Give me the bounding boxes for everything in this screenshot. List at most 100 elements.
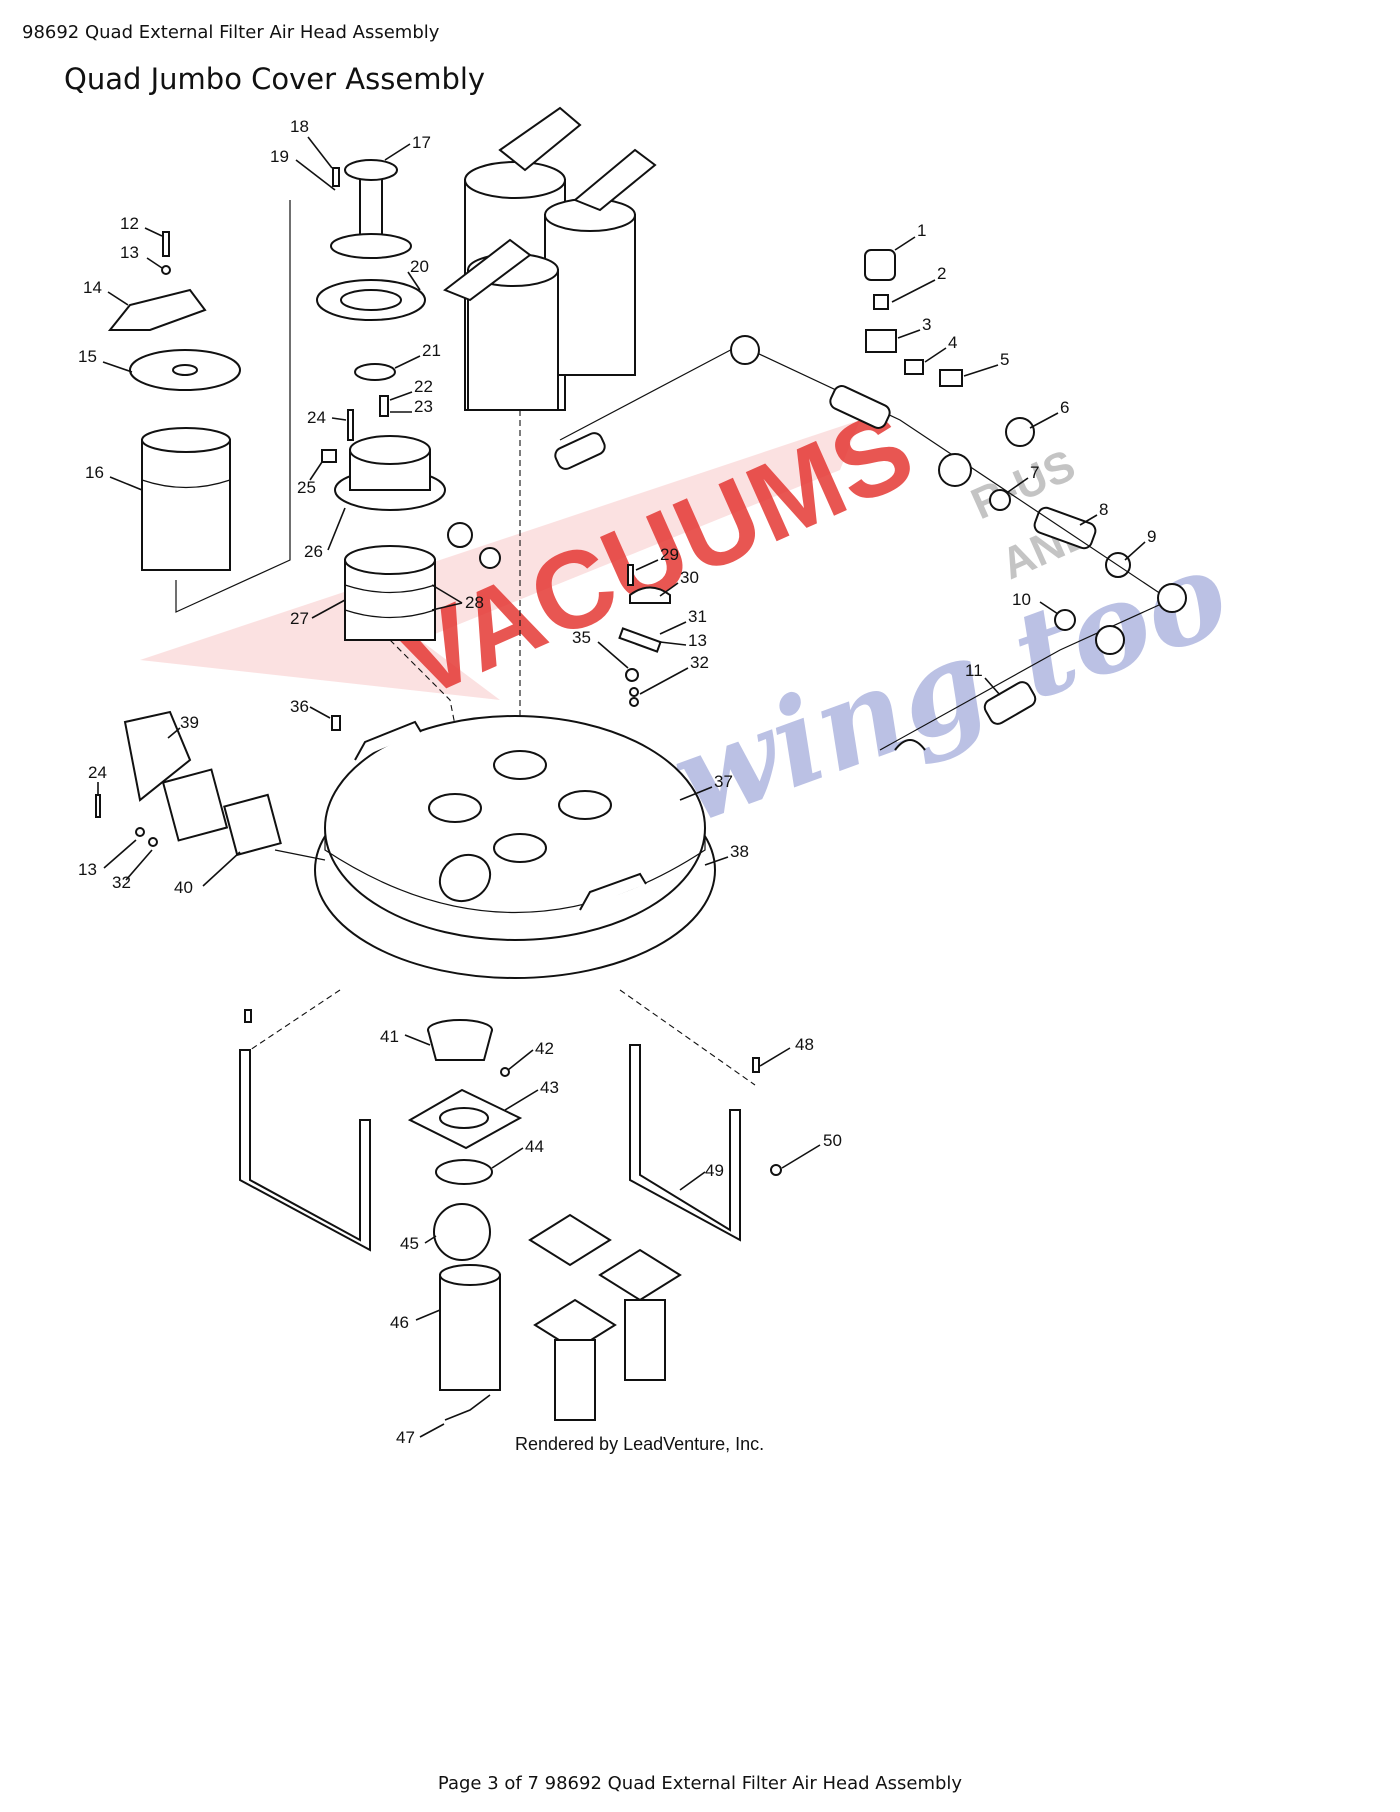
svg-text:20: 20 — [410, 257, 429, 276]
svg-text:44: 44 — [525, 1137, 544, 1156]
fitting-left-b — [479, 547, 501, 569]
svg-text:9: 9 — [1147, 527, 1156, 546]
tee-3 — [865, 329, 897, 353]
svg-text:6: 6 — [1060, 398, 1069, 417]
callout-21: 21 — [394, 341, 441, 369]
square-plate-b — [598, 1248, 682, 1302]
square-plate-a — [528, 1213, 612, 1267]
callout-41: 41 — [380, 1027, 431, 1046]
callout-28: 28 — [431, 584, 484, 612]
cover-15-hole — [172, 364, 198, 376]
callout-13a: 13 — [120, 243, 163, 269]
svg-text:27: 27 — [290, 609, 309, 628]
svg-text:39: 39 — [180, 713, 199, 732]
callout-37: 37 — [679, 772, 733, 801]
svg-text:29: 29 — [660, 545, 679, 564]
callout-47: 47 — [396, 1423, 445, 1447]
flange-17 — [344, 159, 398, 181]
washer-32b — [629, 697, 639, 707]
svg-text:18: 18 — [290, 117, 309, 136]
callout-18: 18 — [290, 117, 333, 169]
main-cover — [314, 715, 716, 979]
cover-handle-right — [579, 872, 647, 911]
callout-13b: 13 — [659, 631, 707, 650]
washer-13 — [161, 265, 171, 275]
nut-35 — [625, 668, 639, 682]
cover-37-edge — [324, 828, 706, 913]
cover-hole-1 — [493, 750, 547, 780]
screw-18 — [332, 167, 340, 187]
canister-c-elbow — [442, 238, 532, 302]
elbow-right — [1157, 583, 1187, 613]
callout-27: 27 — [290, 599, 346, 628]
svg-text:32: 32 — [112, 873, 131, 892]
clamp-30 — [629, 586, 671, 604]
cover-inlet — [438, 853, 492, 903]
gasket-20-inner — [340, 289, 402, 311]
svg-text:45: 45 — [400, 1234, 419, 1253]
svg-text:24: 24 — [88, 763, 107, 782]
hose-left — [554, 432, 606, 470]
diagram-credit: Rendered by LeadVenture, Inc. — [515, 1434, 764, 1454]
callout-13c: 13 — [78, 839, 137, 879]
svg-text:17: 17 — [412, 133, 431, 152]
svg-text:13: 13 — [78, 860, 97, 879]
screw-29 — [627, 564, 634, 586]
svg-text:48: 48 — [795, 1035, 814, 1054]
elbow-14 — [107, 288, 207, 331]
svg-text:15: 15 — [78, 347, 97, 366]
filter-46 — [439, 1274, 501, 1391]
callout-40: 40 — [174, 851, 241, 897]
callout-19: 19 — [270, 147, 336, 191]
callout-45: 45 — [400, 1234, 437, 1253]
page-title: Quad Jumbo Cover Assembly — [64, 62, 486, 96]
callout-16: 16 — [85, 463, 143, 491]
callout-24b: 24 — [88, 763, 107, 795]
svg-text:41: 41 — [380, 1027, 399, 1046]
callout-3: 3 — [897, 315, 931, 339]
document-header: 98692 Quad External Filter Air Head Asse… — [22, 22, 440, 43]
svg-text:43: 43 — [540, 1078, 559, 1097]
filter-16-band — [141, 479, 231, 489]
bracket-49 — [629, 1044, 741, 1242]
hose-assembly — [447, 249, 1187, 751]
left-leader — [175, 200, 291, 613]
svg-text:35: 35 — [572, 628, 591, 647]
nipple-4 — [904, 359, 924, 375]
page-footer: Page 3 of 7 98692 Quad External Filter A… — [437, 1773, 963, 1794]
callout-24a: 24 — [307, 408, 347, 427]
canister-c — [467, 269, 559, 411]
callout-9: 9 — [1124, 527, 1156, 561]
cover-37 — [324, 715, 706, 941]
clamp-7 — [989, 489, 1011, 511]
svg-text:7: 7 — [1030, 463, 1039, 482]
hose-8 — [1033, 506, 1097, 550]
callout-6: 6 — [1029, 398, 1069, 429]
svg-text:12: 12 — [120, 214, 139, 233]
svg-text:1: 1 — [917, 221, 926, 240]
callout-35: 35 — [572, 628, 629, 669]
callout-23: 23 — [390, 397, 433, 416]
svg-text:50: 50 — [823, 1131, 842, 1150]
callout-32b: 32 — [112, 849, 153, 892]
inlet-assembly — [95, 710, 326, 861]
filter-canisters — [442, 106, 657, 760]
svg-text:47: 47 — [396, 1428, 415, 1447]
callout-12: 12 — [120, 214, 163, 237]
fitting-2 — [873, 294, 889, 310]
nut-50 — [770, 1164, 782, 1176]
callouts: 1 2 3 4 5 6 7 8 9 10 11 12 13 14 15 16 1… — [78, 117, 1156, 1447]
svg-text:28: 28 — [465, 593, 484, 612]
callout-39: 39 — [167, 713, 199, 739]
callout-11: 11 — [965, 661, 1001, 696]
fitting-left-a — [447, 522, 473, 548]
tee-lower — [1095, 625, 1125, 655]
center-leader — [389, 639, 461, 751]
svg-text:24: 24 — [307, 408, 326, 427]
filter-sleeve-c — [554, 1339, 596, 1421]
svg-text:22: 22 — [414, 377, 433, 396]
filter-16 — [141, 439, 231, 571]
tee-right — [938, 453, 972, 487]
callout-30: 30 — [659, 568, 699, 597]
